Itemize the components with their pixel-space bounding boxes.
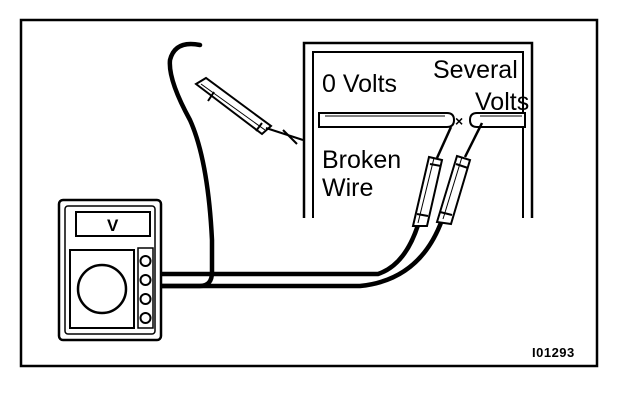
outer-frame [19, 18, 599, 368]
multimeter-jack-4 [139, 312, 152, 324]
probe-lead-b-cable [137, 217, 445, 289]
zero-volts-label: 0 Volts [322, 70, 397, 98]
connector-frame [302, 41, 534, 218]
connector-frame-inner [312, 51, 524, 218]
multimeter-display [75, 211, 151, 237]
break-mark: × [455, 113, 463, 129]
multimeter-jack-2 [139, 274, 152, 286]
figure-code: I01293 [532, 345, 575, 360]
volts-label: Volts [475, 88, 529, 116]
multimeter-body-inner [64, 205, 156, 335]
probe-b [435, 122, 484, 226]
ground-lead-cable [137, 41, 215, 289]
multimeter-jack-3 [139, 293, 152, 305]
probe-lead-a-cable [137, 222, 421, 277]
ground-probe [194, 76, 304, 145]
multimeter-dial [76, 263, 128, 315]
multimeter: V [57, 198, 163, 342]
probe-a [411, 126, 453, 227]
multimeter-jack-1 [139, 255, 152, 267]
wire-label: Wire [322, 174, 373, 202]
broken-wire [318, 112, 456, 128]
broken-label: Broken [322, 146, 401, 174]
multimeter-mode-label: V [107, 216, 119, 235]
several-label: Several [433, 56, 518, 84]
multimeter-jack-strip [137, 247, 154, 329]
